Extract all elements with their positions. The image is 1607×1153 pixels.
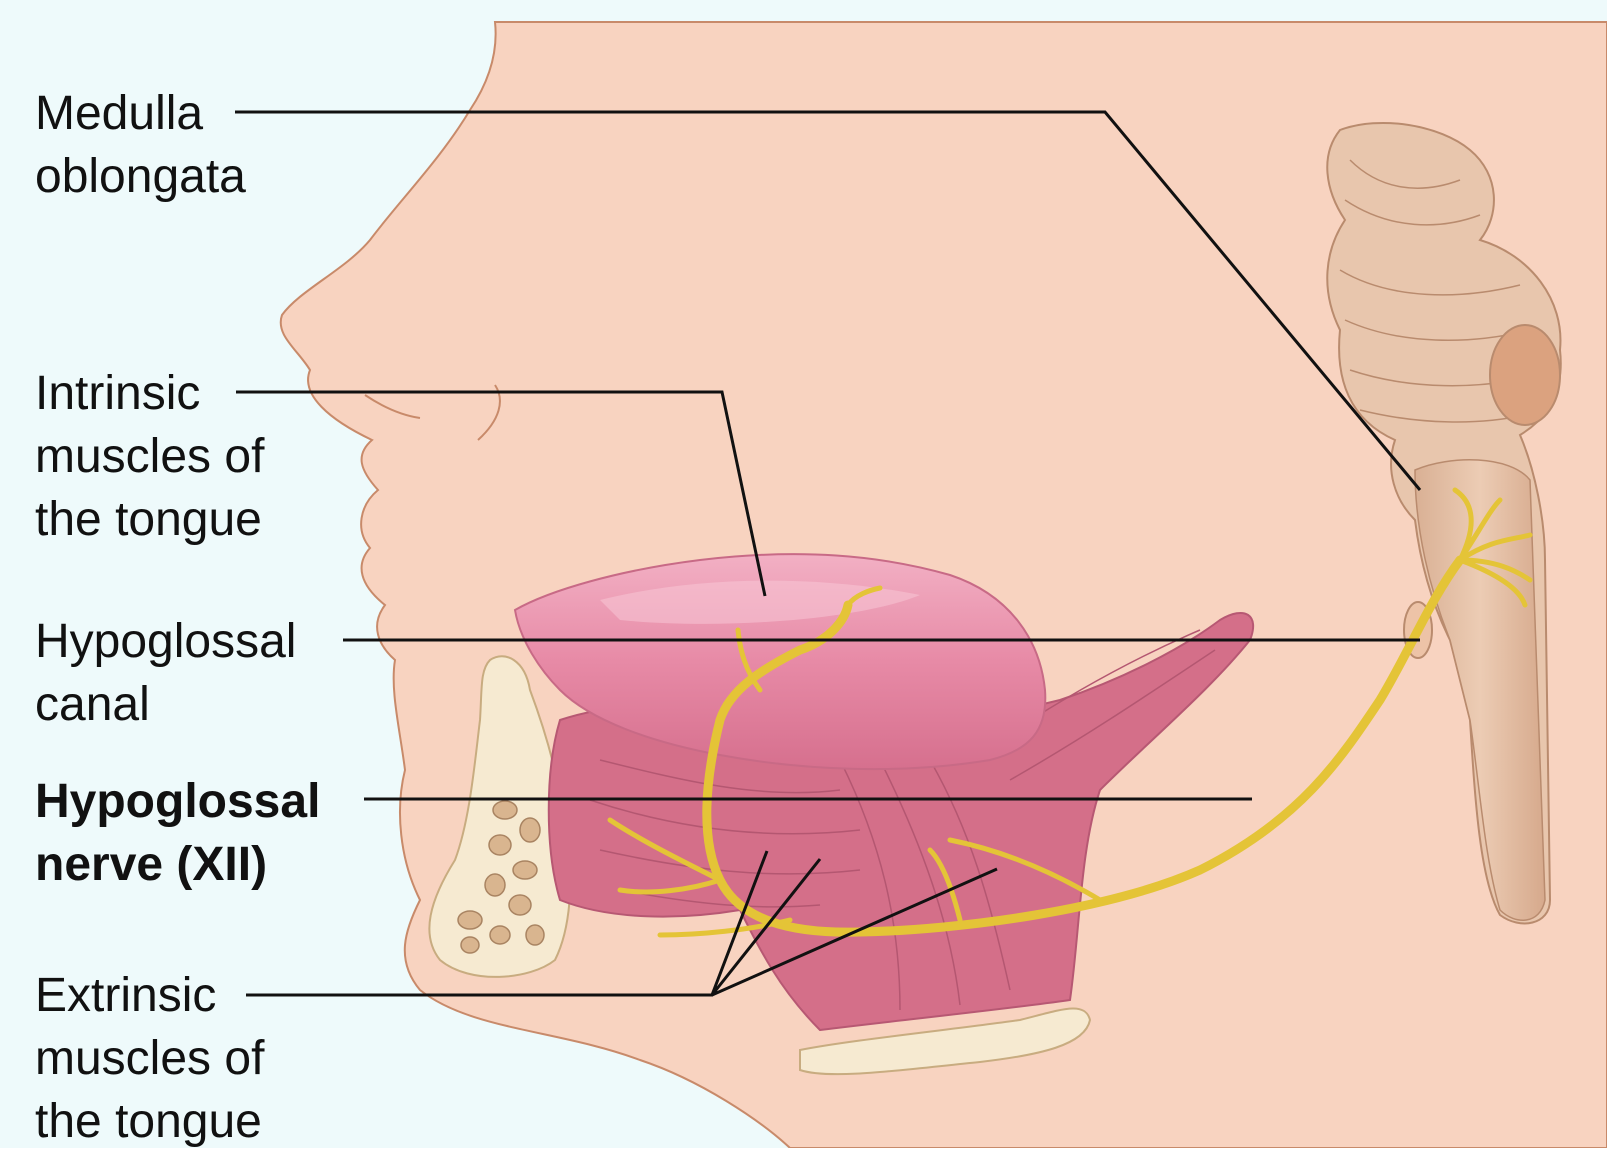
label-line: Hypoglossal xyxy=(35,770,320,833)
label-hypoglossal-nerve: Hypoglossal nerve (XII) xyxy=(35,770,320,896)
label-line: muscles of xyxy=(35,425,264,488)
label-line: Hypoglossal xyxy=(35,610,296,673)
label-line: oblongata xyxy=(35,145,246,208)
label-extrinsic-muscles: Extrinsic muscles of the tongue xyxy=(35,964,264,1153)
label-line: canal xyxy=(35,673,296,736)
label-intrinsic-muscles: Intrinsic muscles of the tongue xyxy=(35,362,264,551)
label-line: the tongue xyxy=(35,1090,264,1153)
label-line: the tongue xyxy=(35,488,264,551)
label-line: Medulla xyxy=(35,82,246,145)
label-hypoglossal-canal: Hypoglossal canal xyxy=(35,610,296,736)
label-line: nerve (XII) xyxy=(35,833,320,896)
label-line: muscles of xyxy=(35,1027,264,1090)
label-line: Intrinsic xyxy=(35,362,264,425)
label-line: Extrinsic xyxy=(35,964,264,1027)
label-medulla-oblongata: Medulla oblongata xyxy=(35,82,246,208)
